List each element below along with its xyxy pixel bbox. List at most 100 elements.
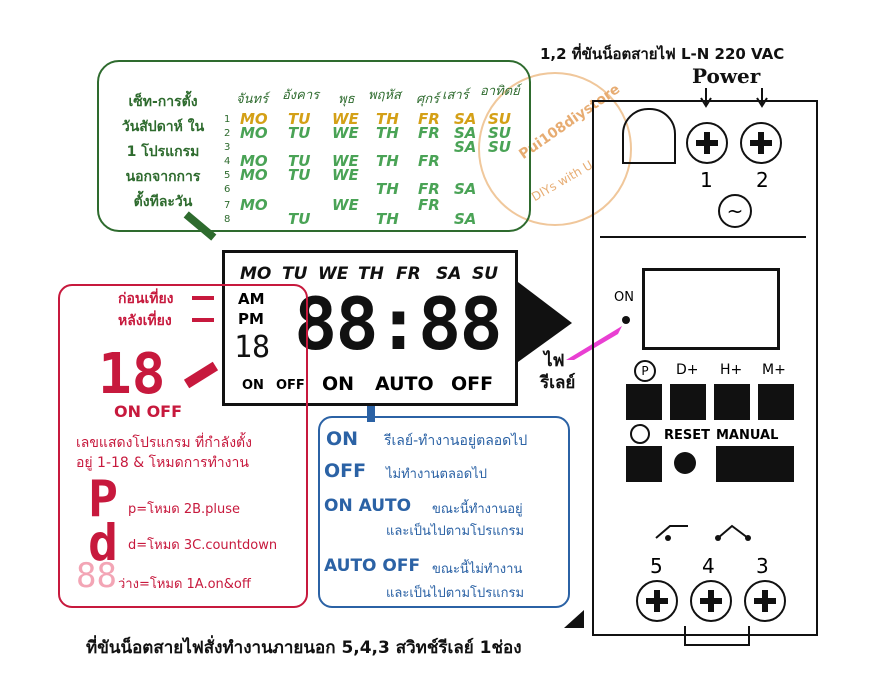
lcd-pm: PM [238, 310, 264, 328]
on-off-label: ON OFF [114, 402, 183, 421]
terminal-4-label: 4 [702, 554, 715, 578]
p-button-label: P [634, 360, 656, 382]
power-terminal-note: 1,2 ที่ขันน็อตสายไฟ L-N 220 VAC [540, 45, 785, 63]
week-setting-box [97, 60, 531, 232]
manual-button[interactable] [716, 446, 794, 482]
lcd-day-row: MO TU WE TH FR SA SU [240, 264, 510, 286]
p-button[interactable] [626, 384, 662, 420]
week-row-number: 1 [224, 114, 231, 125]
clock-button[interactable] [626, 446, 662, 482]
week-row-number: 6 [224, 184, 231, 195]
terminal-1-screw [686, 122, 728, 164]
week-day-code: SA [454, 180, 477, 198]
lcd-am: AM [238, 290, 265, 308]
week-day-code: FR [418, 124, 440, 142]
autooff-desc-1: ขณะนี้ไม่ทำงาน [432, 562, 523, 577]
blank-mode-glyph: 88 [76, 556, 117, 596]
relay-label-line2: รีเลย์ [540, 373, 576, 393]
lcd-day: TU [282, 264, 308, 284]
week-day-code: FR [418, 180, 440, 198]
week-day-code: SA [454, 124, 477, 142]
lcd-day: WE [318, 264, 349, 284]
blue-connector [367, 406, 375, 422]
week-day-code: FR [418, 110, 440, 128]
dplus-button-label: D+ [676, 362, 699, 378]
week-note-line: 1 โปรแกรม [126, 144, 200, 160]
reset-button[interactable] [674, 452, 696, 474]
on-indicator-led [622, 316, 630, 324]
reset-label: RESET [664, 428, 711, 443]
hplus-button[interactable] [714, 384, 750, 420]
week-note-line: เซ็ท-การตั้ง [128, 94, 198, 110]
lcd-day: MO [240, 264, 272, 284]
thai-day-sat: เสาร์ [442, 88, 469, 103]
program-desc-1: เลขแสดงโปรแกรม ที่กำลังตั้ง [76, 435, 252, 451]
week-day-code: TU [288, 110, 311, 128]
terminal-1-label: 1 [700, 168, 713, 192]
d-mode-desc: d=โหมด 3C.countdown [128, 538, 278, 553]
big-program-digits: 18 [98, 342, 166, 407]
relay-label: ไฟ รีเลย์ [540, 350, 575, 394]
lcd-day: SA [436, 264, 462, 284]
device-top-section [600, 100, 806, 238]
mplus-button[interactable] [758, 384, 794, 420]
terminal-5-screw [636, 580, 678, 622]
lcd-off: OFF [451, 373, 494, 395]
week-day-code: SA [454, 138, 477, 156]
footer-note: ที่ขันน็อตสายไฟสั่งทำงานภายนอก 5,4,3 สวิ… [86, 638, 522, 658]
watermark-subtext: DIYs with U [529, 157, 596, 205]
arrow-right-icon [518, 282, 572, 362]
lcd-on-small: ON [242, 378, 264, 393]
thai-day-fri: ศุกร์ [416, 92, 440, 107]
p-mode-desc: p=โหมด 2B.pluse [128, 502, 241, 517]
terminal-3-screw [744, 580, 786, 622]
week-note: เซ็ท-การตั้ง วันสัปดาห์ ใน 1 โปรแกรม นอก… [104, 90, 222, 215]
program-mode-box [58, 284, 308, 608]
pm-pointer [192, 318, 214, 322]
week-day-code: TH [376, 152, 399, 170]
relay-state-box [318, 416, 570, 608]
week-row-number: 7 [224, 200, 231, 211]
thai-day-sun: อาทิตย์ [480, 84, 520, 99]
pink-pointer [566, 326, 622, 360]
thai-day-tue: อังคาร [282, 88, 320, 103]
am-label: ก่อนเที่ยง [118, 291, 174, 307]
week-day-code: TH [376, 110, 399, 128]
hplus-button-label: H+ [720, 362, 743, 378]
terminal-2-screw [740, 122, 782, 164]
lcd-day: TH [358, 264, 384, 284]
week-day-code: WE [332, 124, 359, 142]
thai-day-wed: พุธ [338, 92, 355, 107]
relay-label-line1: ไฟ [544, 351, 565, 371]
device-on-label: ON [614, 290, 634, 305]
terminal-3-label: 3 [756, 554, 769, 578]
on-key: ON [326, 428, 359, 450]
week-day-code: MO [240, 152, 268, 170]
blank-mode-desc: ว่าง=โหมด 1A.on&off [118, 577, 251, 592]
terminal-5-label: 5 [650, 554, 663, 578]
ac-source-icon: ~ [718, 194, 752, 228]
week-row-number: 5 [224, 170, 231, 181]
terminal-4-screw [690, 580, 732, 622]
relay-switch-symbol [648, 522, 758, 544]
lcd-day: SU [472, 264, 499, 284]
week-day-code: MO [240, 196, 268, 214]
week-day-code: SU [488, 124, 511, 142]
power-label: Power [692, 64, 761, 88]
lcd-window [642, 268, 780, 350]
dplus-button[interactable] [670, 384, 706, 420]
onauto-desc-1: ขณะนี้ทำงานอยู่ [432, 502, 523, 517]
week-day-code: TH [376, 180, 399, 198]
lcd-off-small: OFF [276, 378, 305, 393]
thai-day-headers: จันทร์ อังคาร พุธ พฤหัส ศุกร์ เสาร์ อาทิ… [236, 80, 526, 107]
off-key: OFF [324, 460, 367, 482]
am-pointer [192, 296, 214, 300]
week-day-code: TH [376, 124, 399, 142]
week-day-code: TU [288, 124, 311, 142]
terminal-2-label: 2 [756, 168, 769, 192]
week-day-code: SA [454, 210, 477, 228]
lcd-time: 88:88 [294, 282, 503, 366]
week-day-code: MO [240, 124, 268, 142]
autooff-desc-2: และเป็นไปตามโปรแกรม [386, 586, 525, 601]
